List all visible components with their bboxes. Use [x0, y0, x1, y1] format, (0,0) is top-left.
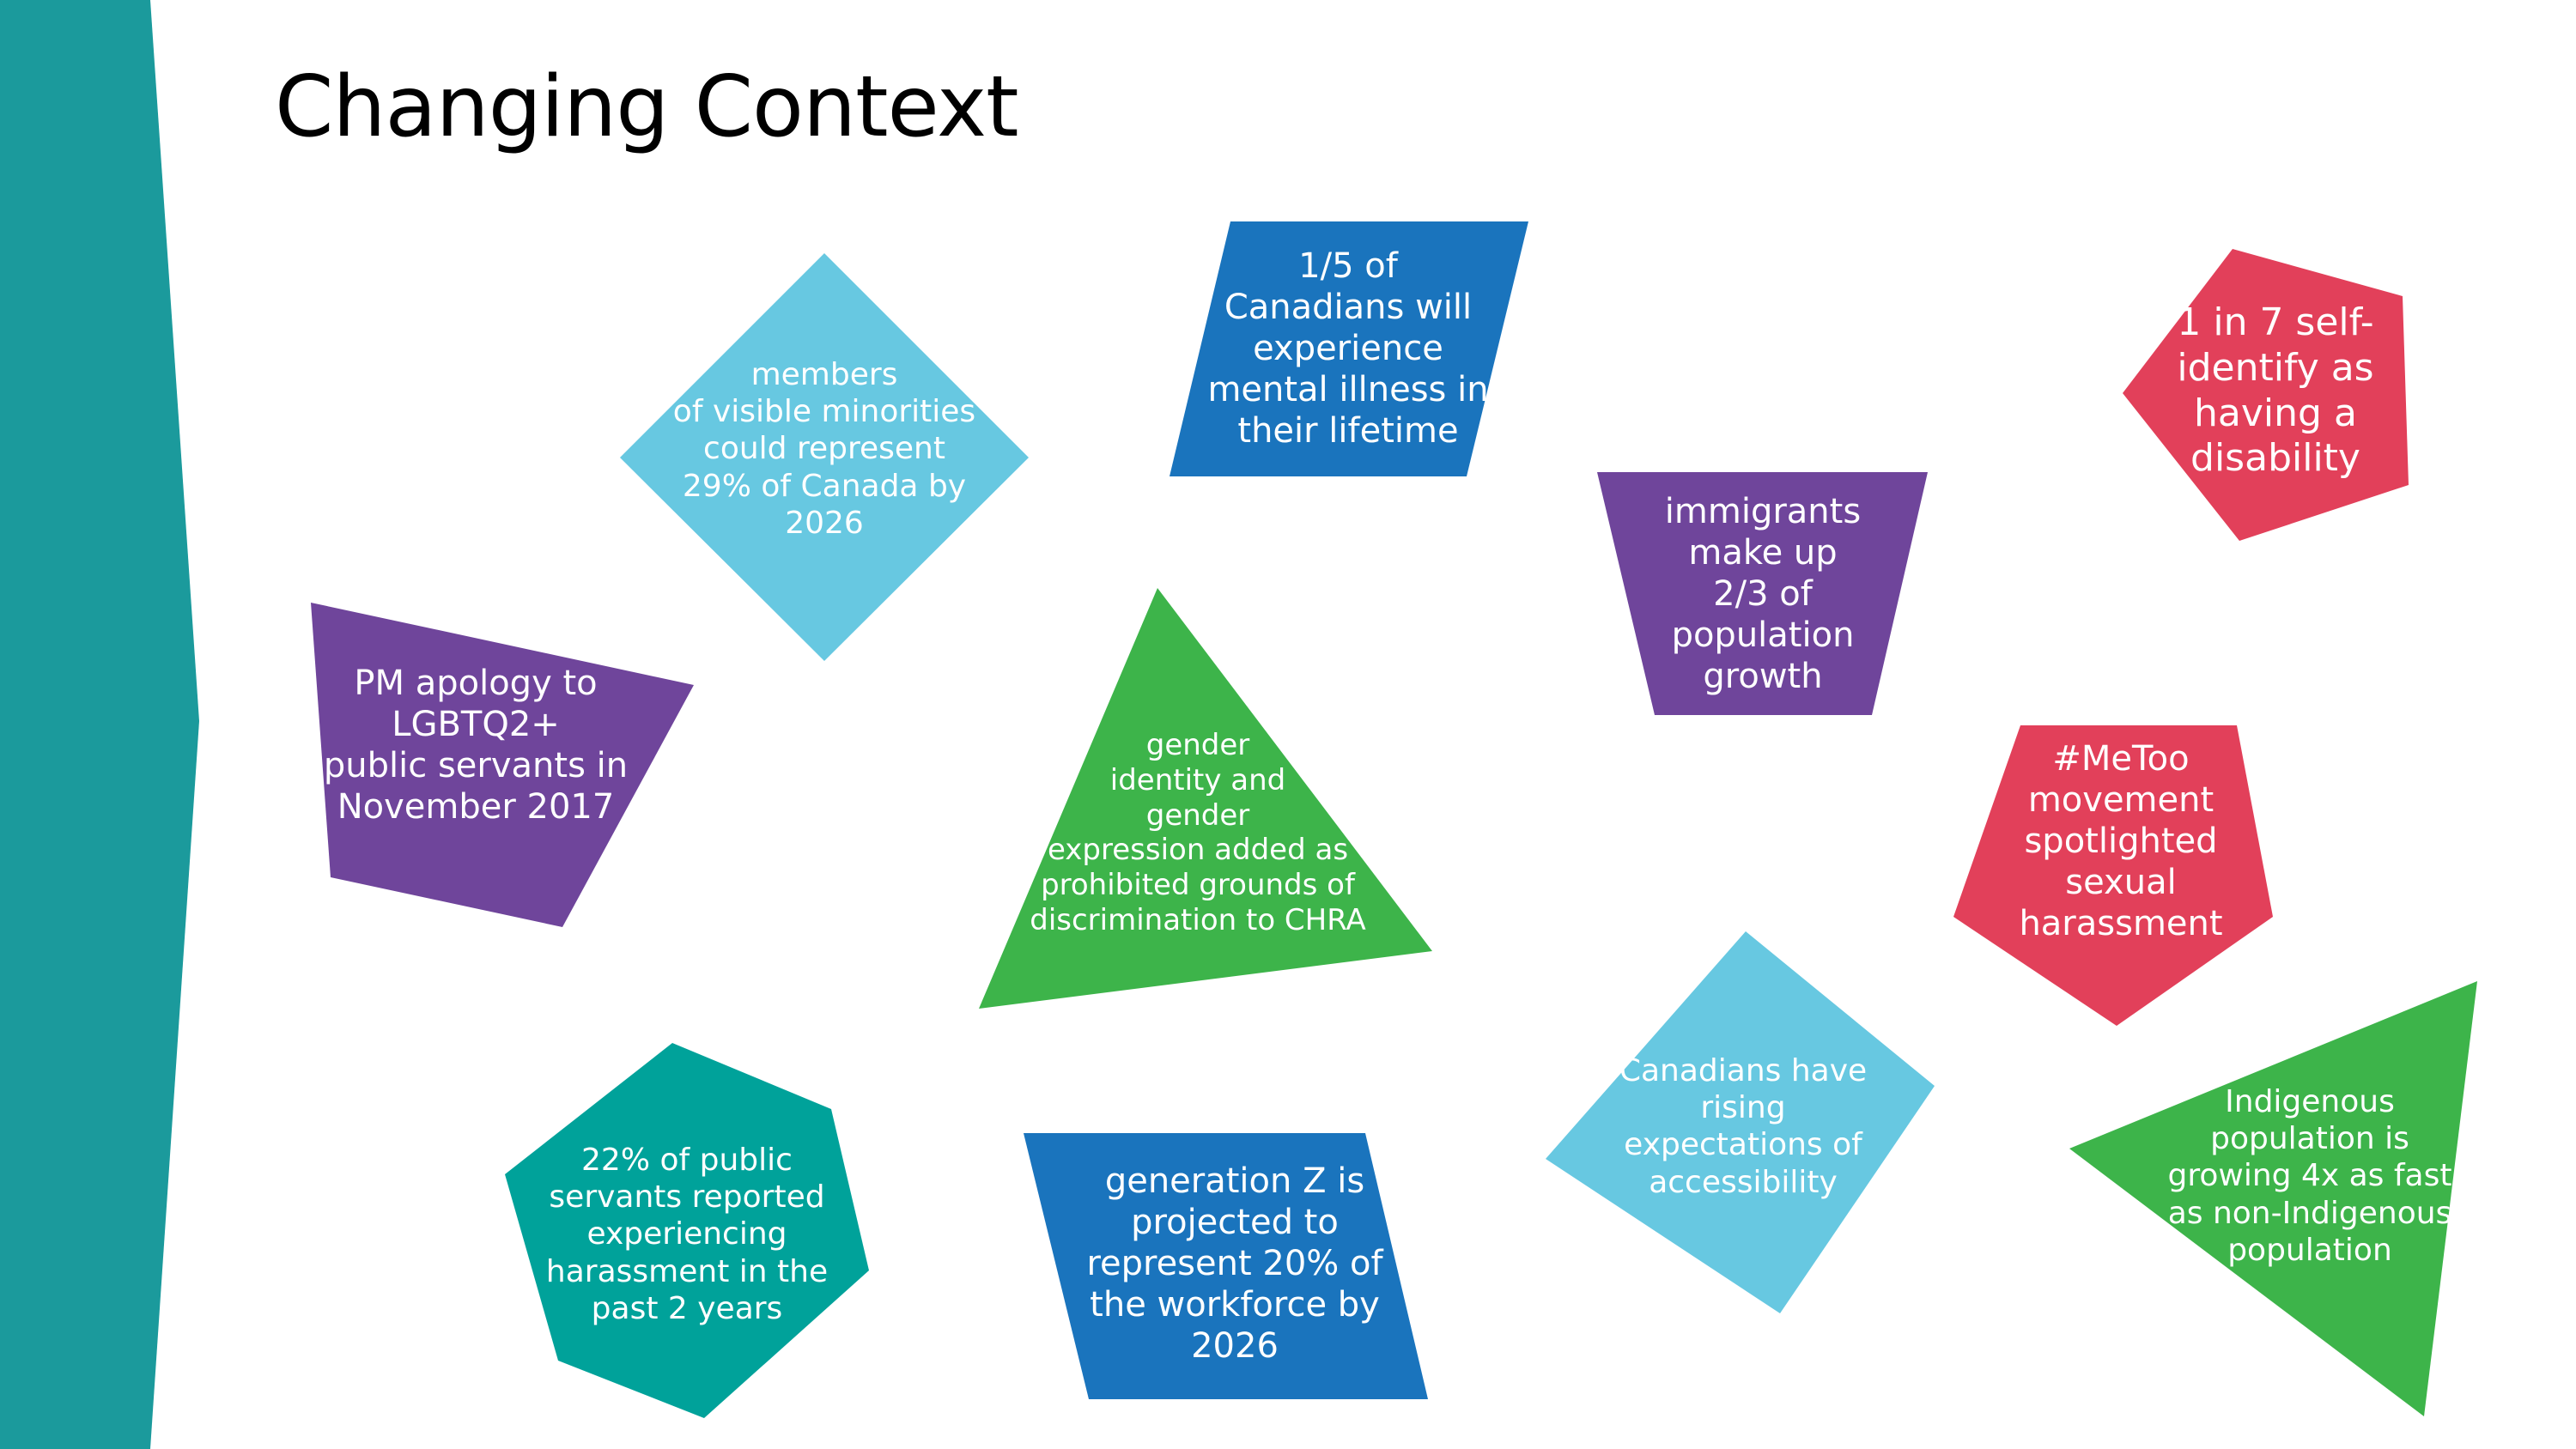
hexagon-harassment: [505, 1043, 869, 1418]
diamond-accessibility: [1546, 931, 1935, 1313]
quad-pm-apology: [311, 603, 694, 927]
fact-indigenous: Indigenous population is growing 4x as f…: [2167, 1084, 2452, 1268]
fact-accessibility: Canadians have rising expectations of ac…: [1619, 1053, 1868, 1200]
fact-gender-identity: gender identity and gender expression ad…: [1030, 728, 1366, 937]
trapezoid-immigrants: [1597, 472, 1928, 715]
fact-generation-z: generation Z is projected to represent 2…: [1086, 1161, 1383, 1366]
fact-harassment: 22% of public servants reported experien…: [545, 1143, 829, 1326]
fact-visible-minorities: members of visible minorities could repr…: [672, 357, 976, 541]
parallelogram-mental-illness: [1170, 221, 1528, 476]
pentagon-disability: [2123, 249, 2409, 541]
parallelogram-generation-z: [1024, 1133, 1428, 1399]
fact-metoo: #MeToo movement spotlighted sexual haras…: [2019, 739, 2223, 943]
pentagon-metoo: [1953, 725, 2273, 1026]
sidebar-accent-bar: [0, 0, 199, 1449]
diamond-visible-minorities: [620, 253, 1029, 661]
triangle-gender-identity: [979, 588, 1432, 1009]
page-title: Changing Context: [275, 58, 1019, 156]
fact-mental-illness: 1/5 of Canadians will experience mental …: [1207, 246, 1489, 451]
fact-immigrants: immigrants make up 2/3 of population gro…: [1664, 492, 1862, 696]
fact-disability: 1 in 7 self- identify as having a disabi…: [2177, 300, 2374, 481]
fact-pm-apology: PM apology to LGBTQ2+ public servants in…: [323, 664, 629, 827]
triangle-indigenous: [2069, 981, 2477, 1416]
